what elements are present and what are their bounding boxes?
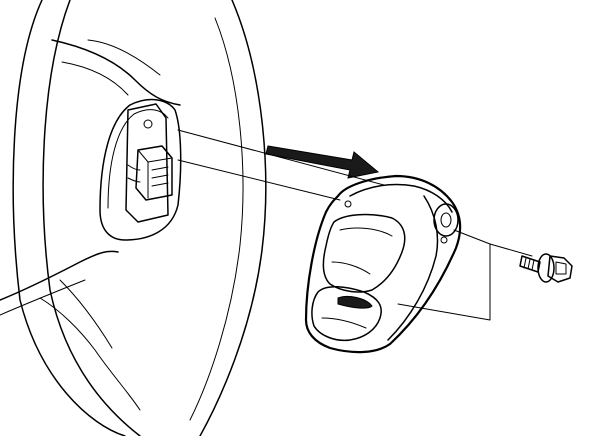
wire-harness <box>127 164 141 171</box>
connector-top <box>137 145 173 163</box>
bracket-screw-hole <box>143 119 153 129</box>
bolt-shank <box>519 255 541 273</box>
switch-cover-end-cap <box>433 203 459 237</box>
steering-wheel-upper-spoke-inner <box>61 61 129 96</box>
bolt-washer <box>537 253 555 283</box>
switch-button-lower-slot <box>337 295 373 309</box>
steering-wheel-hub-arc-inner <box>189 17 244 421</box>
alignment-lines <box>177 129 533 321</box>
steering-wheel-rim-outer <box>12 0 126 436</box>
switch-module-cover <box>304 174 462 354</box>
mounting-bracket-with-connector <box>125 103 173 223</box>
alignment-line-lower <box>177 159 341 201</box>
bracket-plate <box>125 103 169 223</box>
steering-wheel-rim-inner <box>42 0 141 436</box>
switch-button-upper <box>322 213 406 293</box>
switch-cover-top-edge <box>349 183 453 213</box>
alignment-line-upper <box>177 129 385 186</box>
install-direction-arrow-icon <box>265 145 380 179</box>
bolt-icon <box>519 253 573 283</box>
switch-button-lower <box>311 286 382 342</box>
steering-wheel <box>0 0 267 436</box>
switch-cover-bolt-hole <box>440 236 448 244</box>
steering-wheel-hub-arc <box>199 0 267 436</box>
steering-wheel-upper-spoke <box>51 39 181 106</box>
steering-wheel-lower-spoke <box>0 250 119 301</box>
bolt-head <box>547 255 573 283</box>
steering-wheel-hub-recess <box>99 98 182 241</box>
switch-cover-shell <box>304 174 462 354</box>
bolt-alignment-line <box>397 229 491 321</box>
install-direction-arrow <box>265 145 380 179</box>
